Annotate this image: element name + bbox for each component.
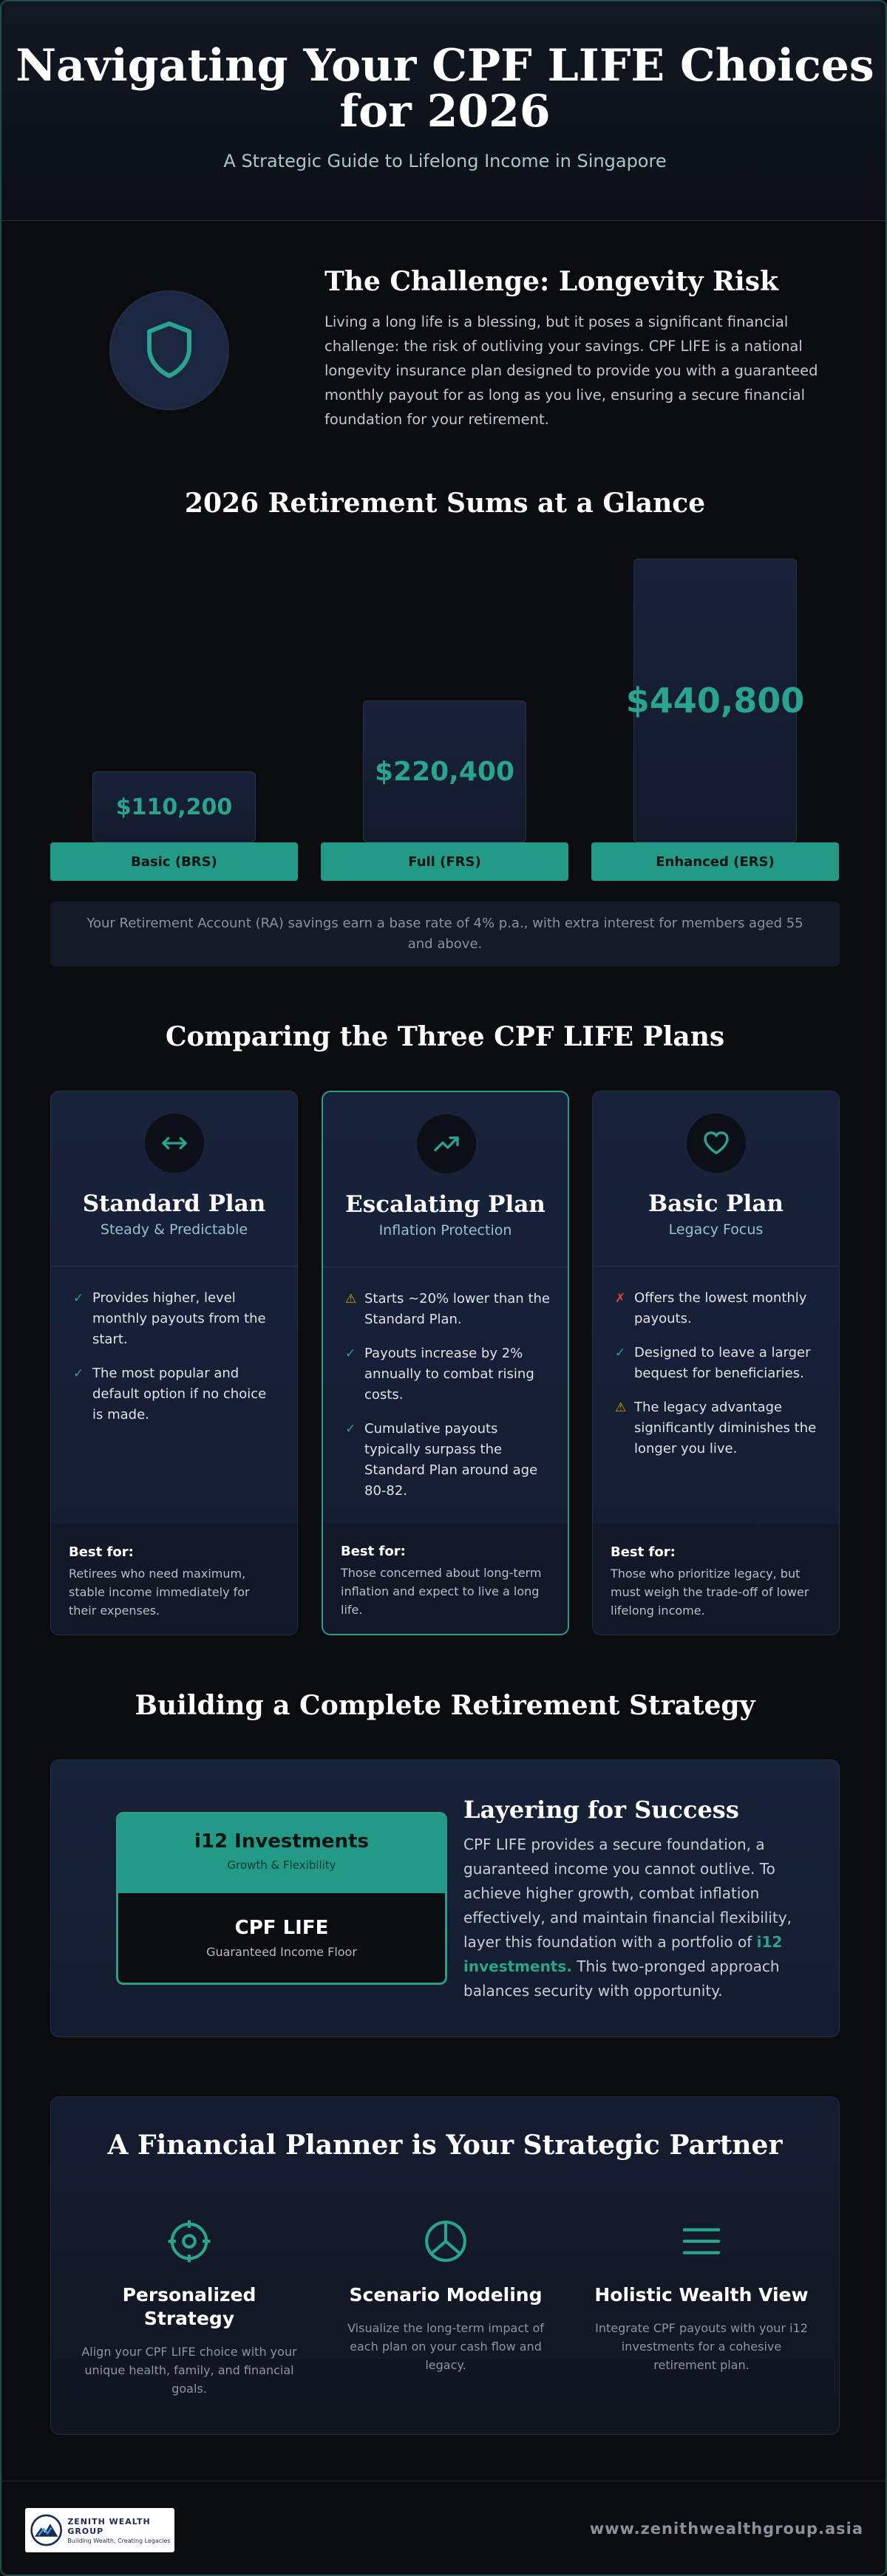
card-divider	[593, 1266, 839, 1267]
strategy-title: Building a Complete Retirement Strategy	[135, 1690, 755, 1721]
layering-title: Layering for Success	[463, 1796, 739, 1824]
company-logo[interactable]: ZENITH WEALTH GROUP Building Wealth, Cre…	[25, 2508, 174, 2552]
strategy-panel: i12 Investments Growth & Flexibility CPF…	[50, 1759, 840, 2037]
warning-icon: ⚠	[615, 1400, 627, 1415]
feature-holistic-wealth-view: Holistic Wealth View Integrate CPF payou…	[591, 2215, 812, 2374]
list-item: ✗Offers the lowest monthly payouts.	[615, 1288, 822, 1329]
plans-title: Comparing the Three CPF LIFE Plans	[165, 1021, 725, 1052]
check-icon: ✓	[345, 1422, 356, 1437]
bar-category-label: Enhanced (ERS)	[591, 842, 839, 881]
page-subtitle: A Strategic Guide to Lifelong Income in …	[223, 151, 667, 171]
bar-category-label: Full (FRS)	[321, 842, 568, 881]
trending-up-icon	[434, 1137, 459, 1151]
feature-scenario-modeling: Scenario Modeling Visualize the long-ter…	[335, 2215, 557, 2374]
ra-interest-note: Your Retirement Account (RA) savings ear…	[50, 902, 840, 967]
mountain-logo-icon	[30, 2514, 63, 2546]
plan-icon-badge	[417, 1114, 476, 1173]
bar-category-label: Basic (BRS)	[50, 842, 298, 881]
bar-2: $220,400	[363, 701, 526, 842]
layering-text: CPF LIFE provides a secure foundation, a…	[463, 1836, 792, 2000]
card-divider	[51, 1266, 297, 1267]
target-icon	[168, 2220, 211, 2263]
check-icon: ✓	[73, 1366, 84, 1381]
check-icon: ✓	[615, 1346, 626, 1360]
plan-feature-list: ✗Offers the lowest monthly payouts. ✓Des…	[615, 1288, 822, 1473]
website-link[interactable]: www.zenithwealthgroup.asia	[589, 2520, 863, 2538]
plan-feature-list: ✓Provides higher, level monthly payouts …	[73, 1288, 280, 1439]
shield-icon	[147, 321, 191, 378]
planner-panel: A Financial Planner is Your Strategic Pa…	[50, 2096, 840, 2435]
warning-icon: ⚠	[345, 1292, 357, 1306]
plan-card-escalating: Escalating Plan Inflation Protection ⚠St…	[322, 1091, 569, 1635]
layer-i12-investments: i12 Investments Growth & Flexibility	[118, 1814, 445, 1893]
feature-personalized-strategy: Personalized Strategy Align your CPF LIF…	[78, 2215, 300, 2398]
best-for-panel: Best for: Retirees who need maximum, sta…	[51, 1524, 297, 1635]
bar-3: $440,800	[626, 559, 804, 842]
menu-lines-icon	[682, 2228, 721, 2255]
best-for-panel: Best for: Those who prioritize legacy, b…	[593, 1524, 839, 1635]
heart-icon	[704, 1131, 729, 1154]
list-item: ✓Cumulative payouts typically surpass th…	[345, 1419, 552, 1502]
layer-cpf-life: CPF LIFE Guaranteed Income Floor	[118, 1893, 445, 1983]
layer-stack-diagram: i12 Investments Growth & Flexibility CPF…	[116, 1812, 447, 1985]
list-item: ⚠The legacy advantage significantly dimi…	[615, 1397, 822, 1459]
retirement-sums-title: 2026 Retirement Sums at a Glance	[184, 488, 706, 519]
plan-feature-list: ⚠Starts ~20% lower than the Standard Pla…	[345, 1289, 552, 1515]
challenge-title: The Challenge: Longevity Risk	[324, 266, 778, 297]
bar-1: $110,200	[92, 771, 256, 842]
best-for-panel: Best for: Those concerned about long-ter…	[323, 1523, 568, 1634]
pie-chart-icon	[425, 2221, 466, 2262]
list-item: ✓Designed to leave a larger bequest for …	[615, 1343, 822, 1384]
plan-icon-badge	[687, 1114, 746, 1173]
plan-card-basic: Basic Plan Legacy Focus ✗Offers the lowe…	[592, 1091, 840, 1635]
arrows-horizontal-icon	[162, 1137, 187, 1150]
cross-icon: ✗	[615, 1291, 626, 1306]
challenge-text: Living a long life is a blessing, but it…	[324, 313, 818, 428]
list-item: ✓Provides higher, level monthly payouts …	[73, 1288, 280, 1350]
plan-subtitle: Inflation Protection	[378, 1222, 512, 1238]
plan-subtitle: Legacy Focus	[668, 1221, 764, 1238]
list-item: ✓The most popular and default option if …	[73, 1363, 280, 1425]
shield-badge	[109, 290, 229, 410]
list-item: ✓Payouts increase by 2% annually to comb…	[345, 1343, 552, 1405]
plan-icon-badge	[145, 1114, 204, 1173]
bar-value-label: $110,200	[115, 794, 233, 820]
bar-value-label: $220,400	[374, 756, 515, 787]
check-icon: ✓	[73, 1291, 84, 1306]
list-item: ⚠Starts ~20% lower than the Standard Pla…	[345, 1289, 552, 1330]
planner-title: A Financial Planner is Your Strategic Pa…	[107, 2130, 783, 2161]
bar-value-label: $440,800	[625, 681, 805, 720]
footer: ZENITH WEALTH GROUP Building Wealth, Cre…	[1, 2481, 886, 2575]
plan-title: Basic Plan	[648, 1190, 784, 1217]
plan-title: Standard Plan	[82, 1190, 266, 1217]
plan-card-standard: Standard Plan Steady & Predictable ✓Prov…	[50, 1091, 298, 1635]
plan-title: Escalating Plan	[345, 1191, 546, 1218]
plan-subtitle: Steady & Predictable	[100, 1221, 248, 1238]
check-icon: ✓	[345, 1346, 356, 1361]
